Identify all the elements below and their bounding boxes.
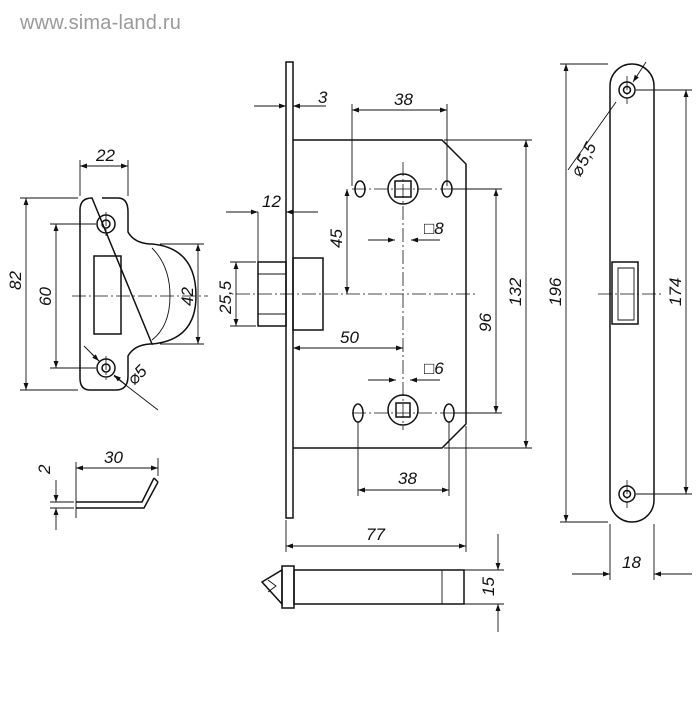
dim-latch-thickness: 15 [479, 577, 498, 596]
dim-strike-height: 82 [6, 271, 25, 290]
dim-centre-distance: 96 [476, 313, 495, 332]
dim-body-height: 132 [506, 277, 525, 306]
dim-bolt-projection: 12 [262, 192, 281, 211]
dim-backset: 50 [340, 328, 359, 347]
dim-strike-plate-thickness: 2 [35, 464, 54, 475]
faceplate-dimensions: 196 174 ⌀5,5 18 [546, 61, 692, 580]
dim-faceplate-length: 196 [546, 277, 565, 306]
dim-faceplate-hole-diameter: ⌀5,5 [567, 139, 601, 180]
lock-dimensions: 3 38 12 45 □8 25,5 96 [216, 62, 532, 552]
lock-body [236, 61, 478, 519]
dim-faceplate-hole-spacing: 174 [666, 278, 685, 306]
dim-strike-hole-spacing: 60 [36, 287, 55, 306]
strike-profile: 30 2 [35, 448, 159, 530]
dim-square-lock: □6 [424, 359, 444, 378]
strike-dimensions: 22 82 60 42 ⌀5 [6, 146, 204, 411]
dim-faceplate-width: 18 [622, 553, 641, 572]
dim-strike-depth: 30 [104, 448, 123, 467]
dim-latch-height: 25,5 [216, 280, 235, 315]
watermark: www.sima-land.ru [20, 12, 182, 34]
dim-handle-to-latch: 45 [327, 229, 346, 248]
faceplate [598, 63, 664, 523]
dim-strike-width: 22 [95, 146, 115, 165]
latch-bolt: 15 [260, 534, 504, 632]
dim-follower-to-hole: 38 [394, 90, 413, 109]
dim-square-handle: □8 [424, 219, 444, 238]
dim-strike-latch-opening: 42 [178, 287, 197, 306]
dim-body-width: 77 [366, 525, 385, 544]
dim-bottom-follower-to-hole: 38 [398, 469, 417, 488]
dim-faceplate-thickness: 3 [318, 88, 328, 107]
